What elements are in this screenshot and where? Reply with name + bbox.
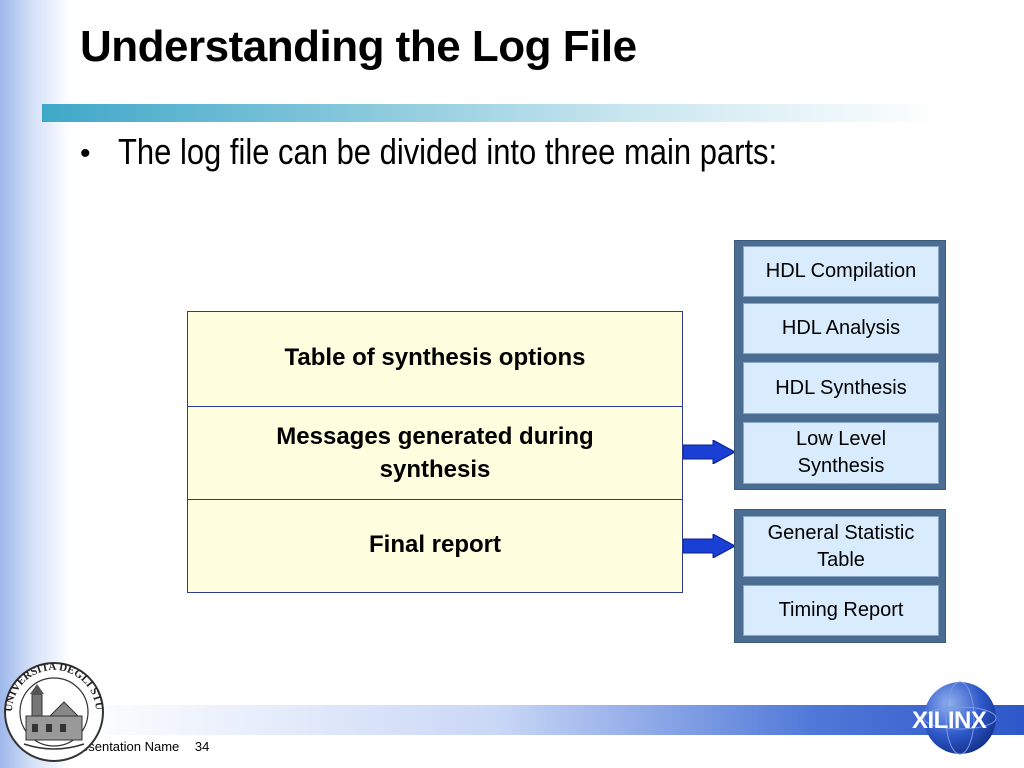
title-underline-rule <box>42 104 942 122</box>
xilinx-logo-text: XILINX <box>912 707 987 734</box>
part-synthesis-messages-label: Messages generated during synthesis <box>276 423 594 483</box>
report-sections-group: General Statistic Table Timing Report <box>734 509 946 643</box>
step-hdl-compilation: HDL Compilation <box>743 246 939 297</box>
part-synthesis-messages: Messages generated during synthesis <box>188 406 682 499</box>
message-steps-group: HDL Compilation HDL Analysis HDL Synthes… <box>734 240 946 490</box>
arrow-to-messages-icon <box>683 440 735 464</box>
log-file-parts-box: Table of synthesis options Messages gene… <box>187 311 683 593</box>
step-low-level-synthesis: Low Level Synthesis <box>743 422 939 484</box>
arrow-to-report-icon <box>683 534 735 558</box>
step-hdl-synthesis: HDL Synthesis <box>743 362 939 414</box>
footer-gradient-band <box>70 705 1024 735</box>
slide-title: Understanding the Log File <box>80 22 637 71</box>
part-final-report: Final report <box>188 499 682 592</box>
part-synthesis-options: Table of synthesis options <box>284 343 586 371</box>
step-low-level-synthesis-label: Low Level Synthesis <box>795 428 887 477</box>
section-general-statistic-table-label: General Statistic Table <box>767 521 915 571</box>
bullet-marker: • <box>80 137 91 170</box>
left-decorative-band <box>0 0 70 768</box>
section-timing-report: Timing Report <box>743 585 939 636</box>
footer-presentation-name: Presentation Name <box>68 739 180 754</box>
footer-page-number: 34 <box>194 739 210 754</box>
step-hdl-analysis: HDL Analysis <box>743 303 939 354</box>
bullet-text: The log file can be divided into three m… <box>118 131 778 172</box>
xilinx-logo-icon: XILINX <box>912 681 997 755</box>
footer: Presentation Name 34 <box>68 739 209 754</box>
section-general-statistic-table: General Statistic Table <box>743 516 939 577</box>
university-seal-icon: UNIVERSITA DEGLI STUDI DI TRIESTE <box>2 660 105 762</box>
